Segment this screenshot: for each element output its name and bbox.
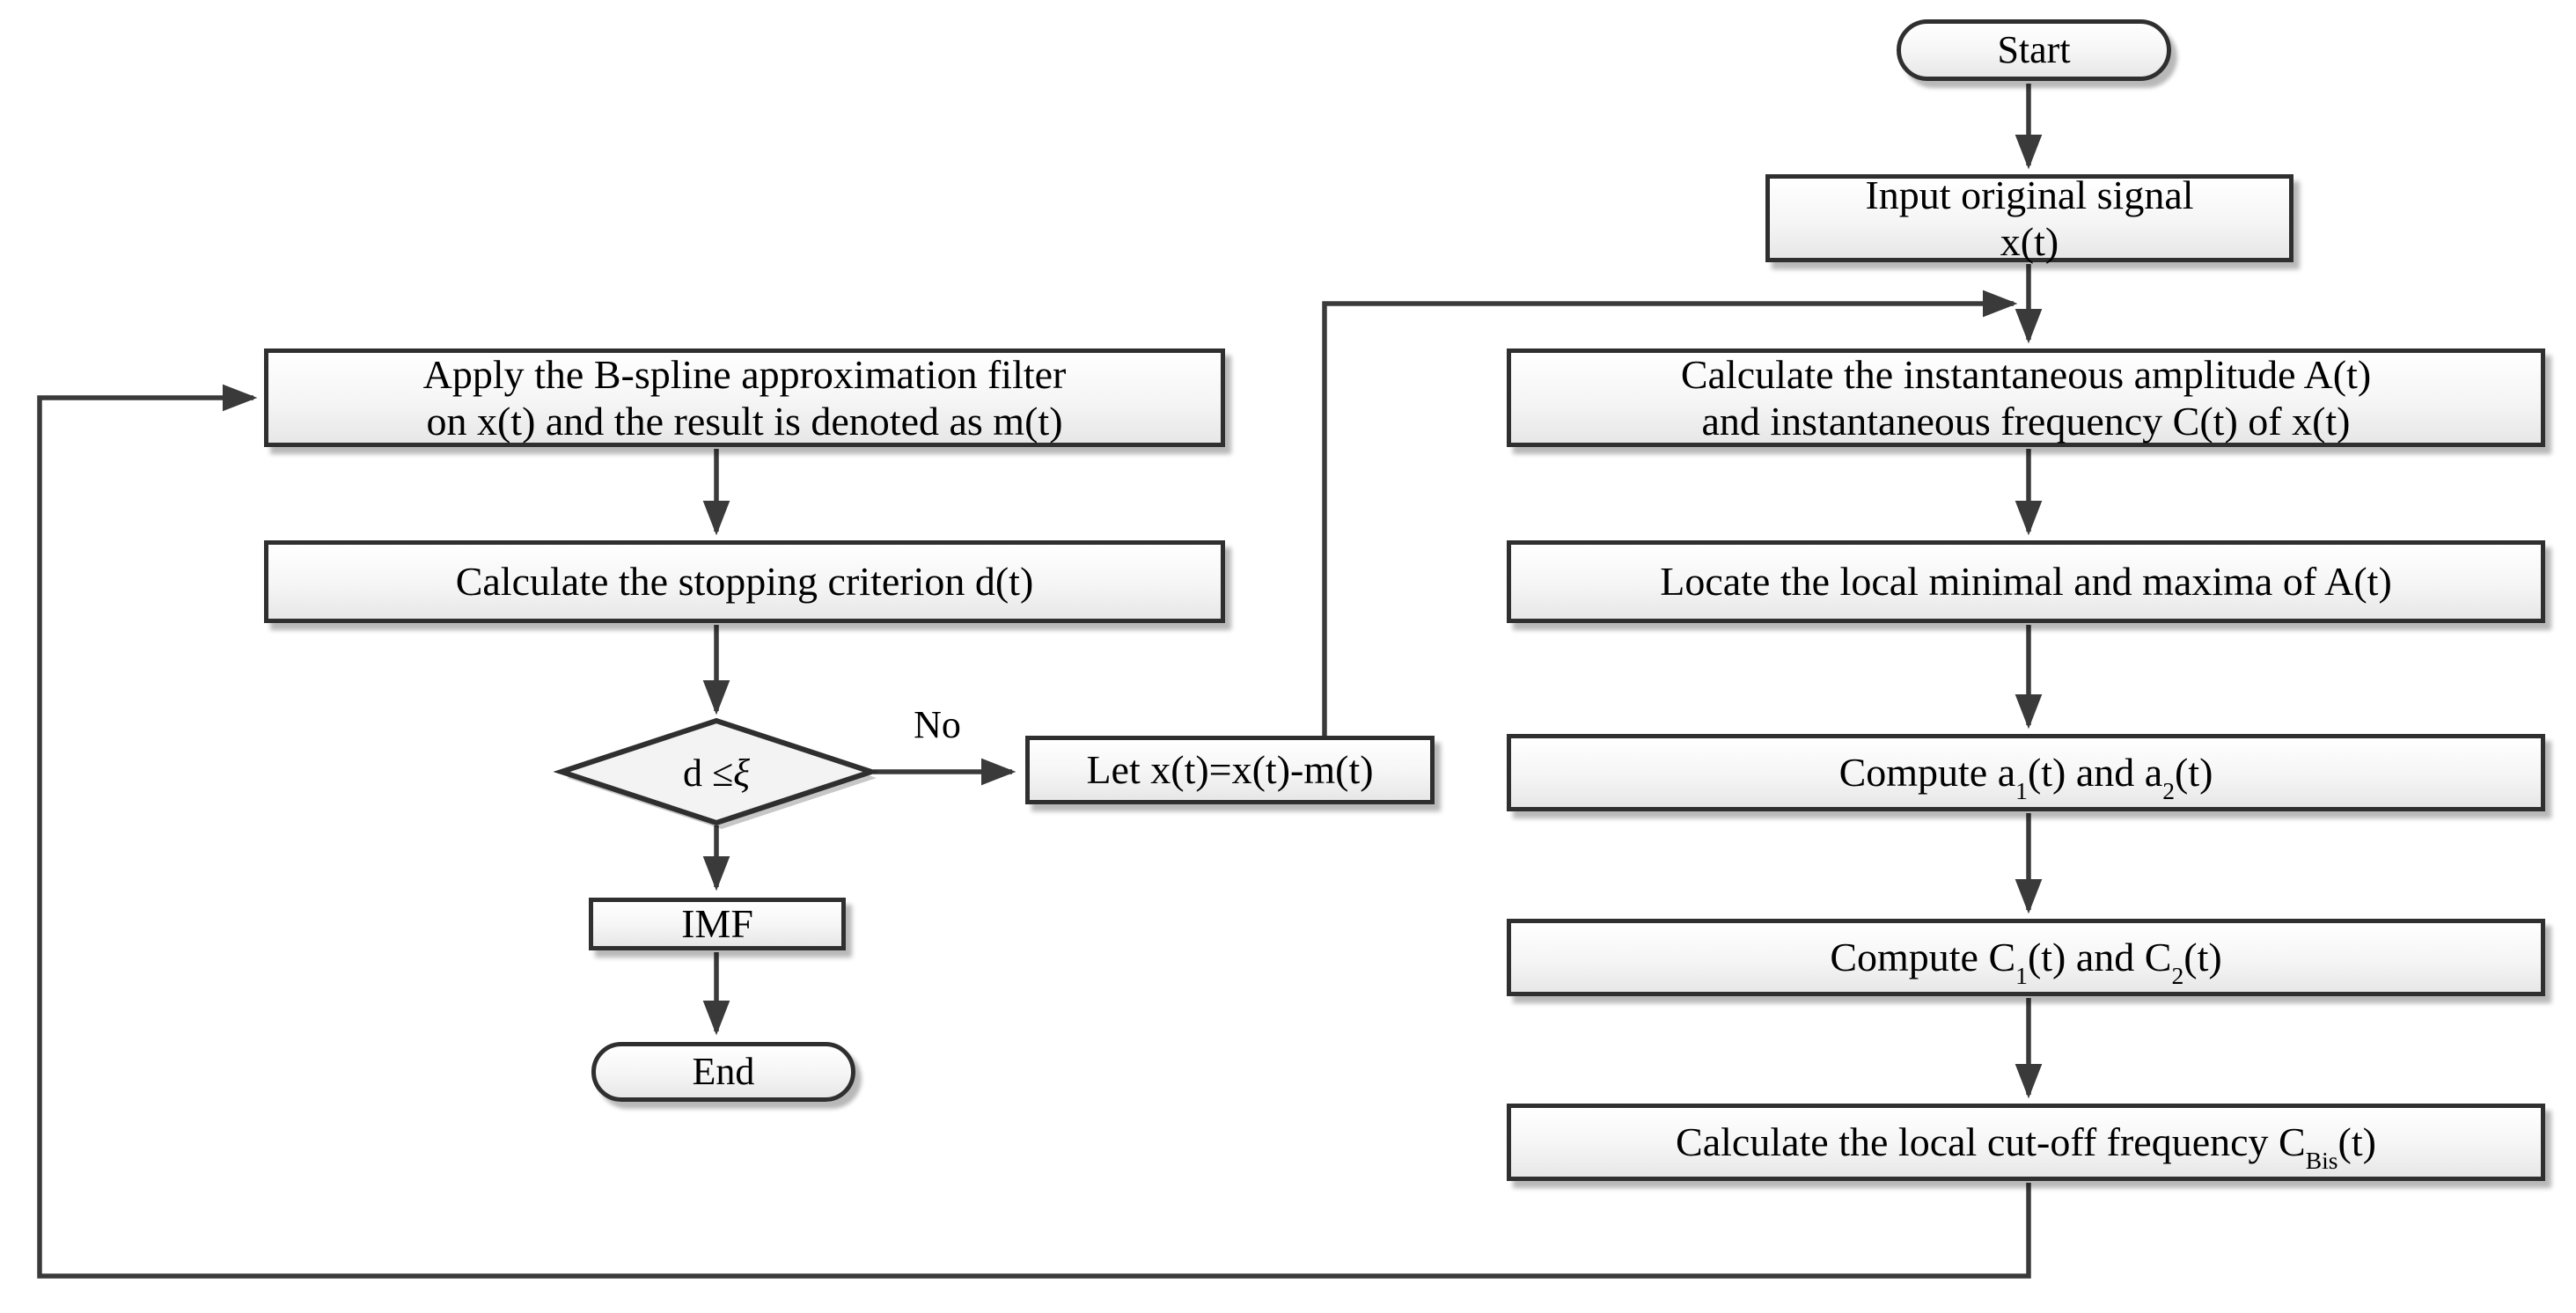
calc-instantaneous-line2: and instantaneous frequency C(t) of x(t) (1701, 399, 2351, 444)
input-signal-line2: x(t) (2000, 219, 2059, 264)
decision-label: d ≤ ξ (683, 751, 750, 795)
end-terminator: End (591, 1042, 855, 1102)
input-signal-line1: Input original signal (1865, 172, 2194, 217)
compute-c-box: Compute C1(t) and C2(t) (1507, 919, 2545, 996)
apply-bspline-box: Apply the B-spline approximation filter … (264, 348, 1225, 447)
start-label: Start (1997, 28, 2071, 72)
locate-extrema-box: Locate the local minimal and maxima of A… (1507, 540, 2545, 623)
apply-bspline-line1: Apply the B-spline approximation filter (422, 351, 1067, 397)
apply-bspline-line2: on x(t) and the result is denoted as m(t… (426, 399, 1063, 444)
input-signal-box: Input original signal x(t) (1765, 172, 2293, 264)
cutoff-frequency-label: Calculate the local cut-off frequency CB… (1676, 1119, 2376, 1175)
calc-instantaneous-line1: Calculate the instantaneous amplitude A(… (1680, 351, 2372, 397)
compute-a-box: Compute a1(t) and a2(t) (1507, 734, 2545, 811)
stopping-criterion-box: Calculate the stopping criterion d(t) (264, 540, 1225, 623)
compute-c-label: Compute C1(t) and C2(t) (1830, 935, 2222, 990)
imf-box: IMF (589, 898, 846, 950)
start-terminator: Start (1897, 19, 2171, 81)
let-substitution-box: Let x(t)=x(t)-m(t) (1025, 736, 1435, 804)
compute-a-label: Compute a1(t) and a2(t) (1838, 750, 2213, 805)
calc-instantaneous-box: Calculate the instantaneous amplitude A(… (1507, 348, 2545, 447)
cutoff-frequency-box: Calculate the local cut-off frequency CB… (1507, 1104, 2545, 1181)
locate-extrema-label: Locate the local minimal and maxima of A… (1660, 559, 2392, 605)
imf-label: IMF (681, 901, 753, 947)
no-branch-label: No (914, 702, 961, 746)
end-label: End (692, 1050, 755, 1094)
let-substitution-label: Let x(t)=x(t)-m(t) (1086, 747, 1374, 793)
stopping-criterion-label: Calculate the stopping criterion d(t) (455, 559, 1034, 605)
